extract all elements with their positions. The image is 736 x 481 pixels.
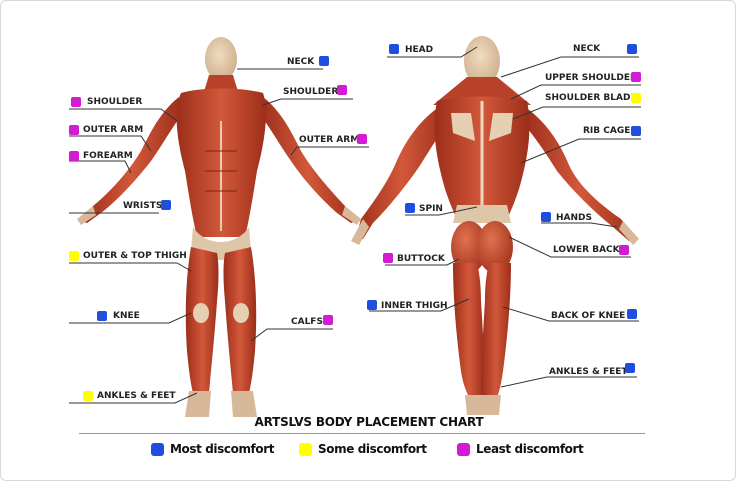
label-outer-arm-left: OUTER ARM: [83, 125, 144, 135]
label-buttock: BUTTOCK: [397, 254, 445, 264]
label-ankles-feet-front: ANKLES & FEET: [97, 391, 176, 401]
marker-inner-thigh: [367, 300, 377, 310]
marker-neck-front: [319, 56, 329, 66]
label-inner-thigh: INNER THIGH: [381, 301, 448, 311]
marker-shoulder-left: [71, 97, 81, 107]
marker-outer-arm-right: [357, 134, 367, 144]
label-outer-top-thigh: OUTER & TOP THIGH: [83, 251, 187, 261]
legend-most: Most discomfort: [151, 442, 274, 456]
label-neck-front: NECK: [287, 57, 315, 67]
leader-lines: [69, 46, 641, 404]
marker-outer-arm-left: [69, 125, 79, 135]
label-ankles-feet-back: ANKLES & FEET: [549, 367, 628, 377]
marker-head: [389, 44, 399, 54]
legend-most-swatch: [151, 442, 164, 456]
label-outer-arm-right: OUTER ARM: [299, 135, 360, 145]
legend-some-swatch: [299, 442, 312, 456]
legend-least-label: Least discomfort: [476, 442, 584, 456]
marker-wrists: [161, 200, 171, 210]
label-head: HEAD: [405, 45, 434, 55]
marker-lower-back: [619, 245, 629, 255]
marker-ankles-feet-back: [625, 363, 635, 373]
legend-some: Some discomfort: [299, 442, 427, 456]
marker-shoulder-right: [337, 85, 347, 95]
marker-forearm: [69, 151, 79, 161]
chart-title: ARTSLVS BODY PLACEMENT CHART: [254, 415, 484, 429]
label-lower-back: LOWER BACK: [553, 245, 620, 255]
label-wrists: WRISTS: [123, 201, 163, 211]
legend-most-label: Most discomfort: [170, 442, 275, 456]
marker-calfs: [323, 315, 333, 325]
label-back-of-knee: BACK OF KNEE: [551, 311, 626, 321]
legend-some-label: Some discomfort: [318, 442, 427, 456]
back-figure: [351, 36, 639, 415]
marker-buttock: [383, 253, 393, 263]
marker-outer-top-thigh: [69, 251, 79, 261]
label-forearm: FOREARM: [83, 151, 133, 161]
label-spin: SPIN: [419, 204, 443, 214]
label-hands: HANDS: [556, 213, 592, 223]
label-rib-cage: RIB CAGE: [583, 126, 631, 136]
legend-least: Least discomfort: [457, 442, 584, 456]
marker-neck-back: [627, 44, 637, 54]
marker-rib-cage: [631, 126, 641, 136]
marker-upper-shoulder: [631, 72, 641, 82]
marker-knee: [97, 311, 107, 321]
label-upper-shoulder: UPPER SHOULDER: [545, 73, 637, 83]
marker-hands: [541, 212, 551, 222]
label-calfs: CALFS: [291, 317, 323, 327]
marker-shoulder-blade: [631, 93, 641, 103]
divider: [79, 433, 645, 434]
label-knee: KNEE: [113, 311, 140, 321]
legend-least-swatch: [457, 442, 470, 456]
label-shoulder-right: SHOULDER: [283, 87, 339, 97]
marker-spin: [405, 203, 415, 213]
label-neck-back: NECK: [573, 44, 601, 54]
label-shoulder-blade: SHOULDER BLADE: [545, 93, 637, 103]
marker-ankles-feet-front: [83, 391, 93, 401]
marker-back-of-knee: [627, 309, 637, 319]
label-shoulder-left: SHOULDER: [87, 97, 143, 107]
front-figure: [77, 37, 361, 417]
